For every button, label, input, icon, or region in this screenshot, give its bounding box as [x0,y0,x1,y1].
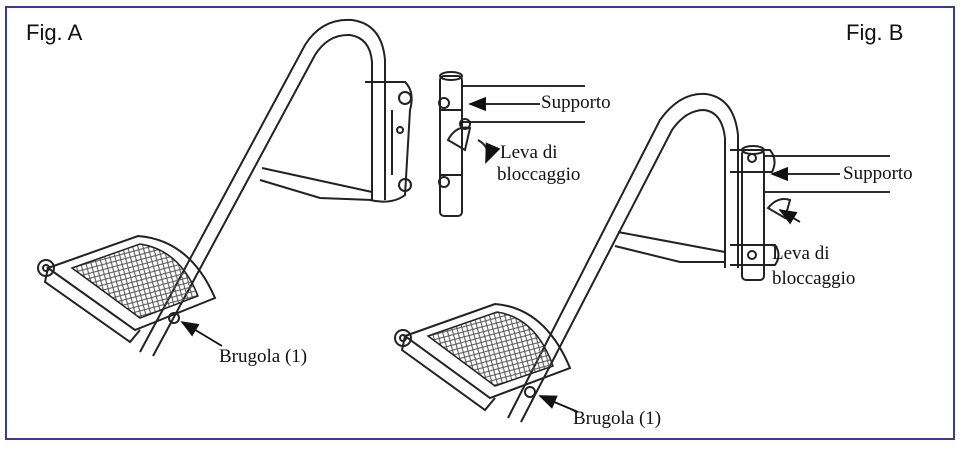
fig-a-leader-lines [180,85,585,347]
fig-a-allen-screw-label: Brugola (1) [219,346,308,367]
fig-a-support-label: Supporto [541,92,611,113]
fig-b-allen-screw-label: Brugola (1) [573,408,662,429]
fig-b-support-label: Supporto [843,163,913,184]
fig-b-lever-label-line1: Leva di [772,243,830,264]
fig-a-lever-label-line1: Leva di [500,142,558,163]
fig-a-label: Fig. A [26,20,83,45]
fig-a-lever-label-line2: bloccaggio [497,164,581,185]
fig-b-lever-label-line2: bloccaggio [772,268,856,289]
fig-b-drawing [394,92,792,423]
fig-b-label: Fig. B [846,20,904,45]
fig-b-leader-lines [538,155,890,413]
fig-a-drawing [37,18,501,357]
figure-border [5,6,955,440]
